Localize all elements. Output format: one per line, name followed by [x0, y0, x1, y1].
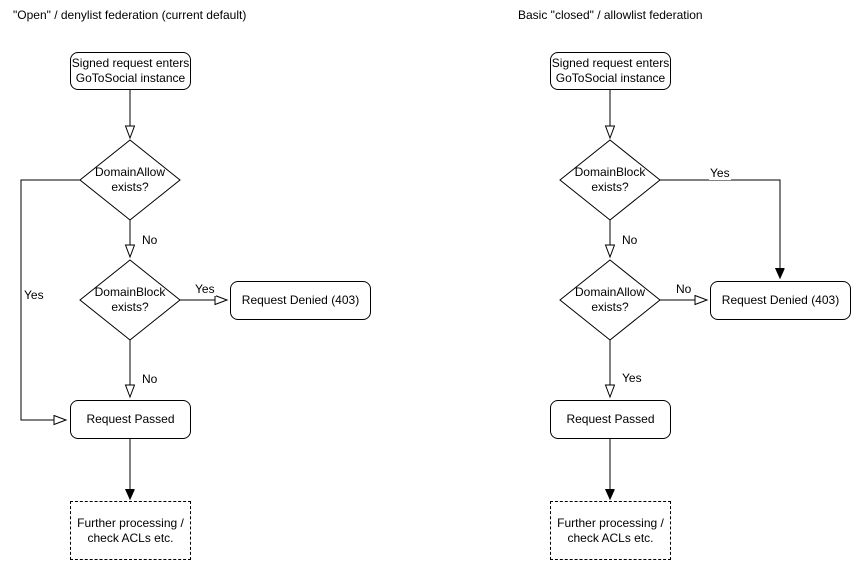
right-decision2-diamond [559, 259, 661, 341]
left-further-node: Further processing / check ACLs etc. [70, 501, 191, 560]
right-decision1-yes-label: Yes [709, 166, 731, 180]
left-start-node: Signed request enters GoToSocial instanc… [70, 52, 191, 90]
right-edge-decision1-yes-to-denied [660, 179, 780, 278]
left-denied-node: Request Denied (403) [230, 281, 371, 320]
right-decision2-yes-label: Yes [621, 371, 643, 385]
right-passed-node: Request Passed [550, 400, 671, 439]
left-decision2-diamond [79, 259, 181, 341]
left-decision1-yes-label: Yes [24, 288, 44, 302]
right-decision1-diamond [559, 139, 661, 221]
left-edge-decision1-yes-to-passed [20, 179, 80, 420]
left-decision2-yes-label: Yes [194, 282, 216, 296]
left-passed-node: Request Passed [70, 400, 191, 439]
right-further-node: Further processing / check ACLs etc. [550, 501, 671, 560]
right-decision1-no-label: No [621, 233, 639, 247]
left-decision2-no-label: No [141, 372, 159, 386]
right-decision2-no-label: No [675, 282, 693, 296]
right-start-node: Signed request enters GoToSocial instanc… [550, 52, 671, 90]
right-denied-node: Request Denied (403) [710, 281, 851, 320]
right-flow-title: Basic "closed" / allowlist federation [518, 8, 703, 22]
left-decision1-no-label: No [141, 233, 159, 247]
left-decision1-diamond [79, 139, 181, 221]
left-flow-title: "Open" / denylist federation (current de… [13, 8, 247, 22]
